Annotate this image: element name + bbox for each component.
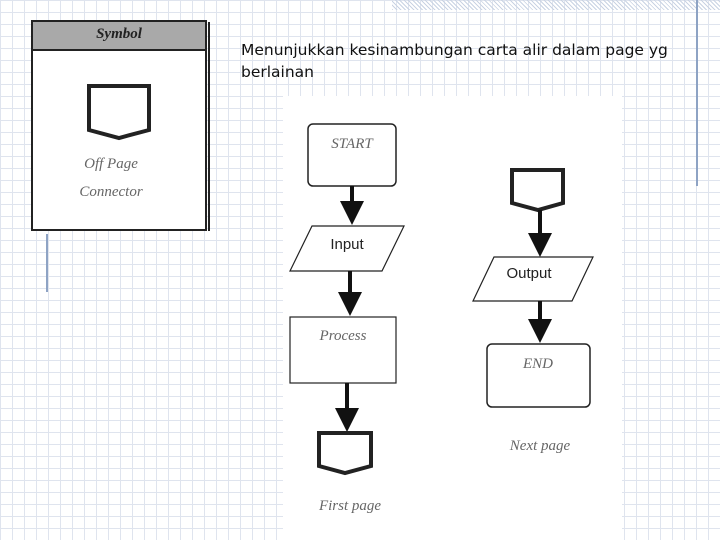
output-parallelogram-shape bbox=[472, 256, 594, 302]
next-page-label: Next page bbox=[509, 438, 571, 454]
input-label: Input bbox=[330, 236, 364, 253]
output-label: Output bbox=[506, 265, 552, 282]
off-page-connector-icon bbox=[87, 84, 151, 141]
decorative-left-rule bbox=[46, 234, 48, 292]
first-page-label: First page bbox=[318, 498, 381, 514]
input-parallelogram-shape bbox=[289, 225, 405, 272]
symbol-legend-box: Symbol Off Page Connector bbox=[31, 20, 210, 231]
end-label: END bbox=[522, 356, 553, 372]
end-terminator-shape bbox=[486, 343, 591, 408]
process-rectangle-shape bbox=[289, 316, 397, 384]
symbol-label-line2: Connector bbox=[79, 184, 142, 200]
symbol-header: Symbol bbox=[33, 22, 205, 51]
next-page-connector-icon bbox=[510, 168, 565, 213]
decorative-right-rule bbox=[696, 0, 698, 186]
start-terminator-shape bbox=[307, 123, 397, 187]
process-label: Process bbox=[319, 328, 367, 344]
symbol-legend-drawing: Off Page Connector bbox=[79, 84, 151, 200]
start-label: START bbox=[331, 136, 374, 152]
decorative-top-stripe bbox=[392, 0, 720, 10]
symbol-label-line1: Off Page bbox=[84, 156, 138, 172]
first-page-connector-icon bbox=[317, 431, 373, 476]
caption-text: Menunjukkan kesinambungan carta alir dal… bbox=[241, 41, 668, 81]
